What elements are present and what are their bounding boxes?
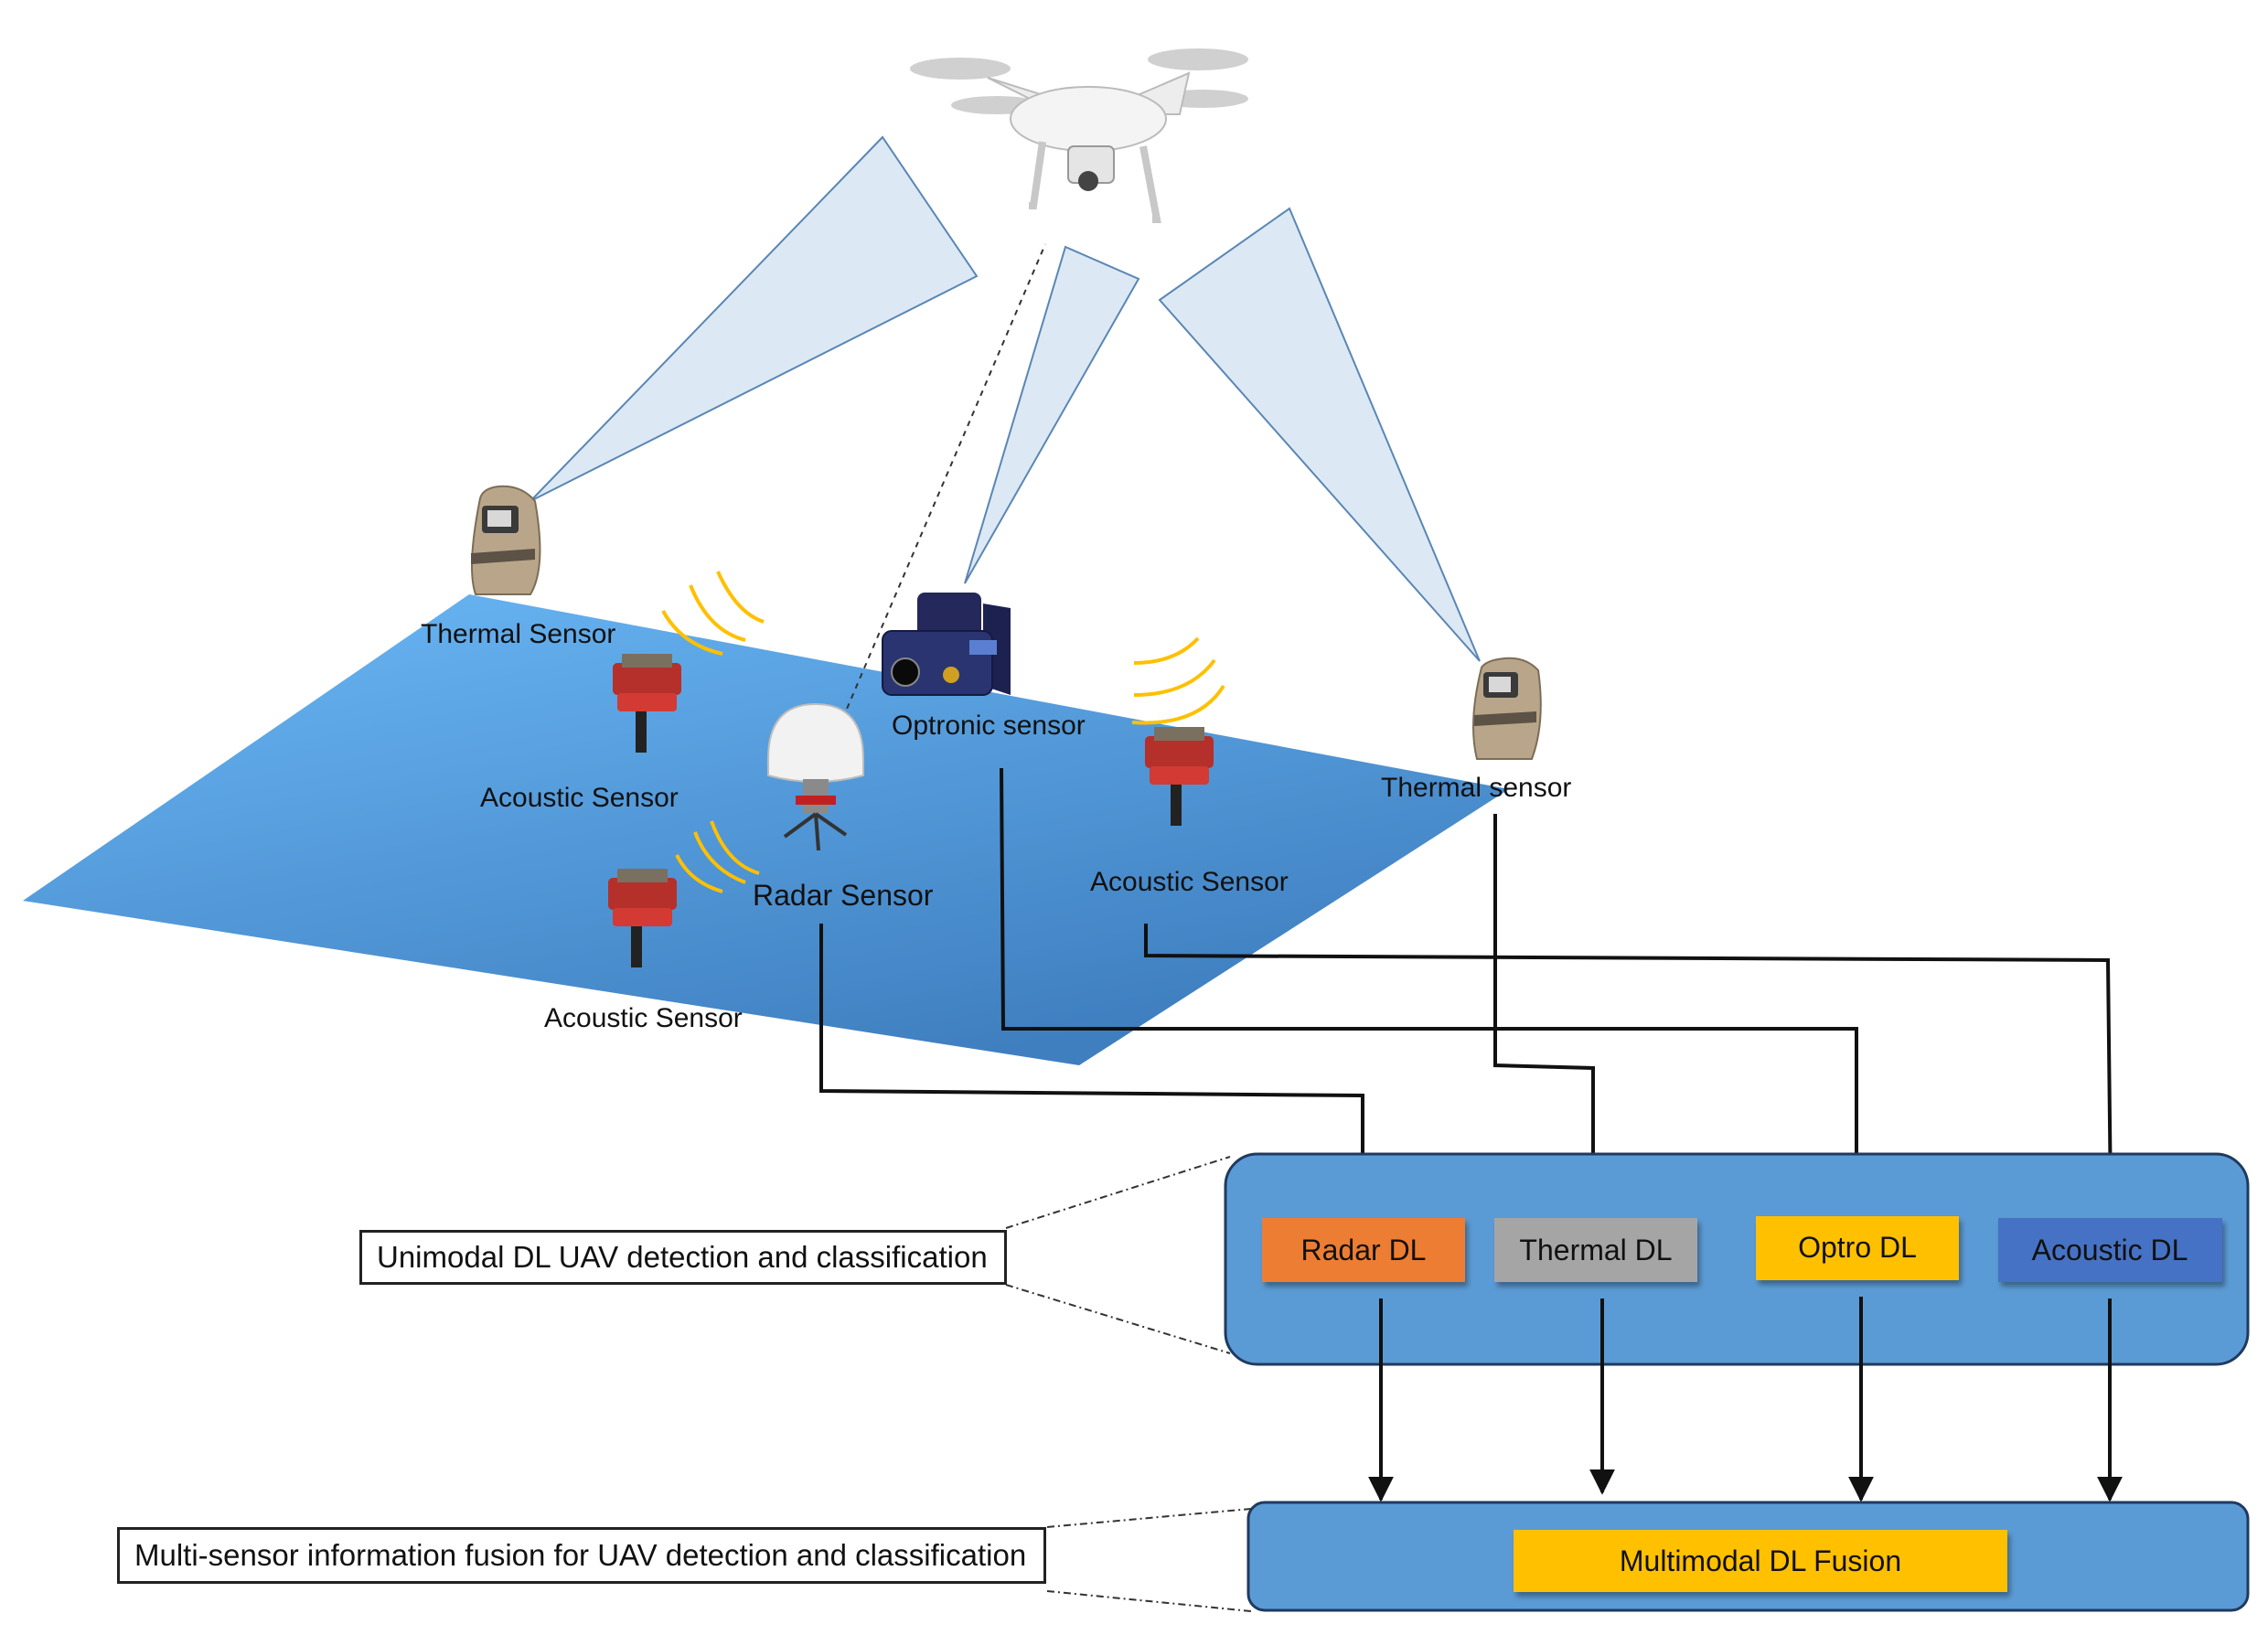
ground-plane	[23, 594, 1509, 1065]
module-optro-dl: Optro DL	[1756, 1216, 1959, 1280]
acoustic-waves-bottom	[675, 820, 760, 893]
acoustic-connector	[1144, 924, 2124, 1205]
thermal-connector	[1493, 814, 1606, 1205]
drone-icon	[910, 48, 1248, 223]
module-radar-dl: Radar DL	[1262, 1218, 1465, 1282]
label-thermal-right: Thermal sensor	[1381, 773, 1571, 803]
fusion-caption: Multi-sensor information fusion for UAV …	[117, 1527, 1046, 1584]
module-thermal-dl: Thermal DL	[1494, 1218, 1697, 1282]
thermal-sensor-left-icon	[471, 485, 541, 595]
label-acoustic-bottom: Acoustic Sensor	[544, 1003, 743, 1033]
optronic-sensor-icon	[882, 593, 1011, 696]
fusion-callout-bottom	[1046, 1590, 1252, 1612]
module-multimodal-fusion: Multimodal DL Fusion	[1514, 1530, 2007, 1592]
unimodal-panel	[1224, 1152, 2250, 1366]
optronic-connector	[1000, 767, 1869, 1205]
sensor-connectors	[819, 767, 2124, 1205]
fusion-callout-top	[1046, 1508, 1252, 1528]
unimodal-callout-top	[1005, 1156, 1231, 1229]
radar-connector	[819, 924, 1375, 1205]
module-acoustic-dl: Acoustic DL	[1998, 1218, 2222, 1282]
acoustic-sensor-right-icon	[1145, 727, 1214, 826]
fusion-connectors	[1368, 1297, 2123, 1502]
acoustic-sensor-top-icon	[613, 654, 681, 753]
unimodal-callout-bottom	[1005, 1284, 1231, 1354]
module-optro-dl-label: Optro DL	[1798, 1231, 1917, 1264]
beam-thermal-right	[1158, 207, 1481, 662]
radar-beam-line	[833, 243, 1046, 740]
acoustic-waves-right	[1131, 636, 1225, 725]
beam-thermal-left	[530, 135, 979, 502]
acoustic-waves-top	[661, 571, 765, 656]
label-thermal-left: Thermal Sensor	[421, 619, 615, 649]
label-acoustic-top: Acoustic Sensor	[480, 783, 679, 813]
thermal-sensor-right-icon	[1472, 657, 1542, 760]
label-radar: Radar Sensor	[753, 879, 934, 912]
beam-optronic	[964, 245, 1140, 584]
module-thermal-dl-label: Thermal DL	[1519, 1234, 1672, 1266]
label-acoustic-right: Acoustic Sensor	[1090, 867, 1289, 897]
label-optronic: Optronic sensor	[892, 711, 1086, 741]
module-multimodal-fusion-label: Multimodal DL Fusion	[1620, 1544, 1901, 1577]
unimodal-caption: Unimodal DL UAV detection and classifica…	[359, 1230, 1007, 1285]
acoustic-sensor-bottom-icon	[608, 869, 677, 967]
radar-sensor-icon	[767, 702, 864, 851]
module-acoustic-dl-label: Acoustic DL	[2032, 1234, 2188, 1266]
module-radar-dl-label: Radar DL	[1301, 1234, 1427, 1266]
